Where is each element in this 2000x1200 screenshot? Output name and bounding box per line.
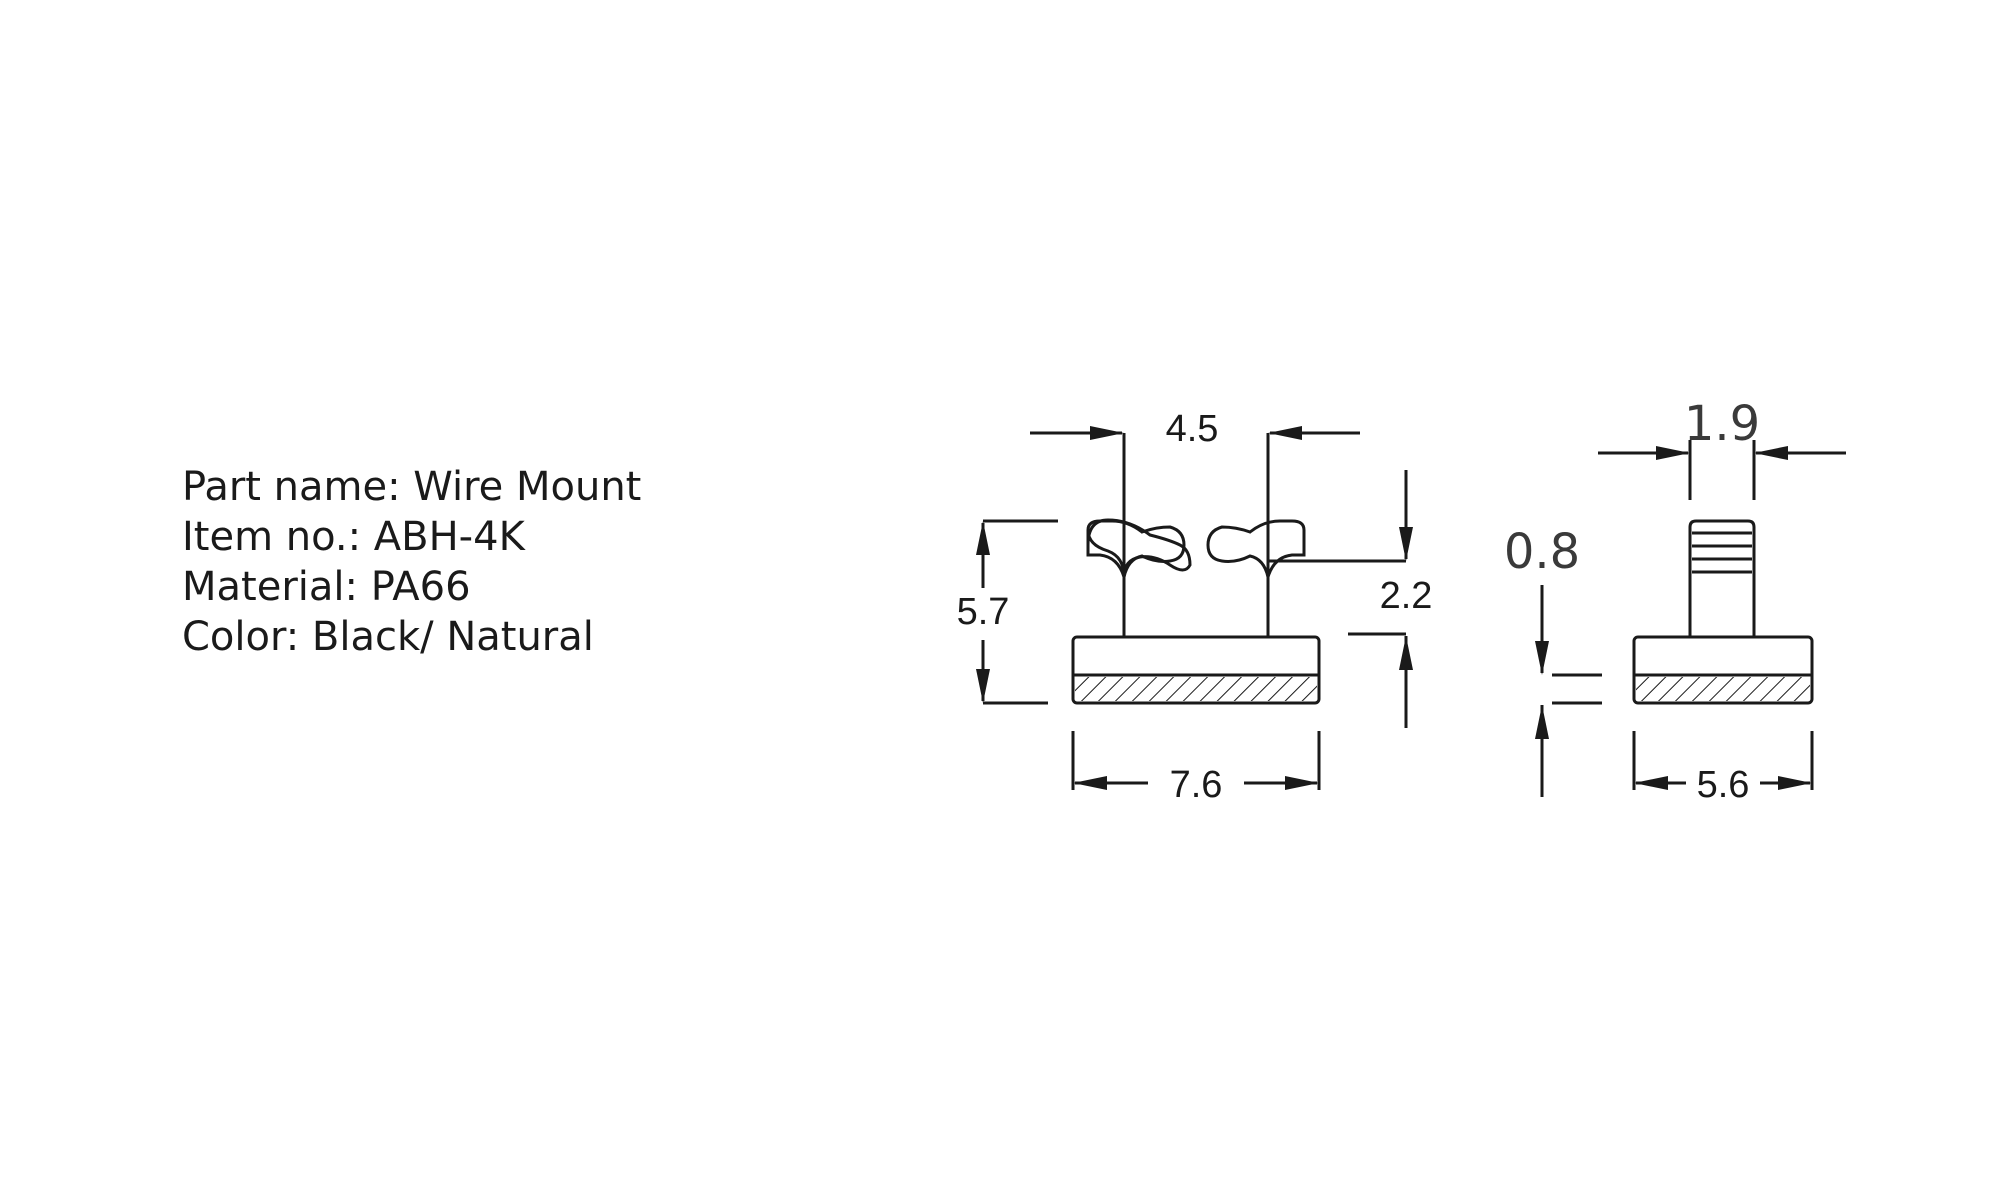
front-view-left-arm (1086, 519, 1186, 637)
part-specification: Part name: Wire Mount Item no.: ABH-4K M… (182, 462, 641, 662)
front-view-base-width-label: 7.6 (1170, 764, 1223, 806)
front-view-total-height-label: 5.7 (957, 591, 1010, 633)
side-view-base-thickness-label: 0.8 (1504, 524, 1580, 580)
side-view-base-width-label: 5.6 (1697, 764, 1750, 806)
side-view-post (1688, 519, 1756, 637)
side-view-base-hatch (1636, 677, 1810, 701)
front-view: 4.5 5.7 2.2 7.6 (957, 408, 1433, 806)
side-view: 1.9 0.8 5.6 (1504, 396, 1846, 806)
front-view-top-width-label: 4.5 (1166, 408, 1219, 450)
side-view-top-width-label: 1.9 (1684, 396, 1760, 452)
front-view-base-hatch (1075, 677, 1317, 701)
color-text: Color: Black/ Natural (182, 614, 594, 660)
part-name-text: Part name: Wire Mount (182, 464, 642, 510)
front-view-clip-height-label: 2.2 (1380, 575, 1433, 617)
front-view-right-arm (1206, 519, 1306, 637)
item-number-text: Item no.: ABH-4K (182, 514, 525, 560)
front-view-clip-outline (1086, 518, 1192, 637)
material-text: Material: PA66 (182, 564, 471, 610)
